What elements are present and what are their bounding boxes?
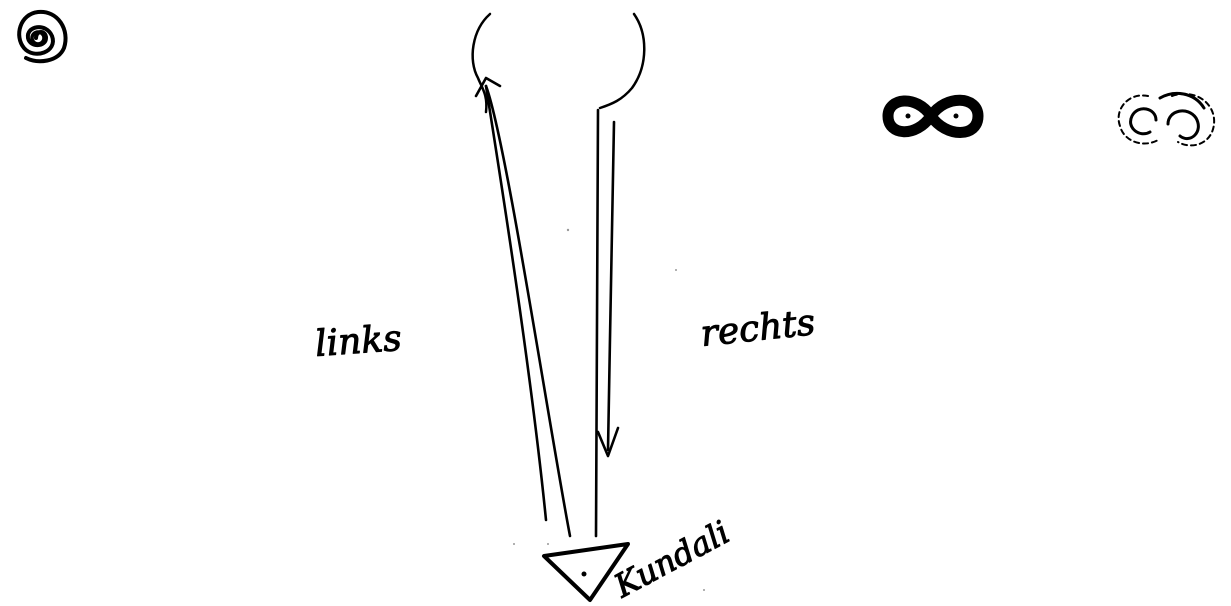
right-channel xyxy=(596,110,618,536)
left-channel xyxy=(476,78,570,536)
label-right: rechts xyxy=(699,302,817,355)
concentric-spiral-icon xyxy=(19,12,65,61)
infinity-icon xyxy=(888,100,978,132)
label-kundali: Kundali xyxy=(607,513,736,605)
double-spiral-icon xyxy=(1119,93,1215,145)
label-left: links xyxy=(314,318,403,365)
head-outline xyxy=(473,14,645,112)
